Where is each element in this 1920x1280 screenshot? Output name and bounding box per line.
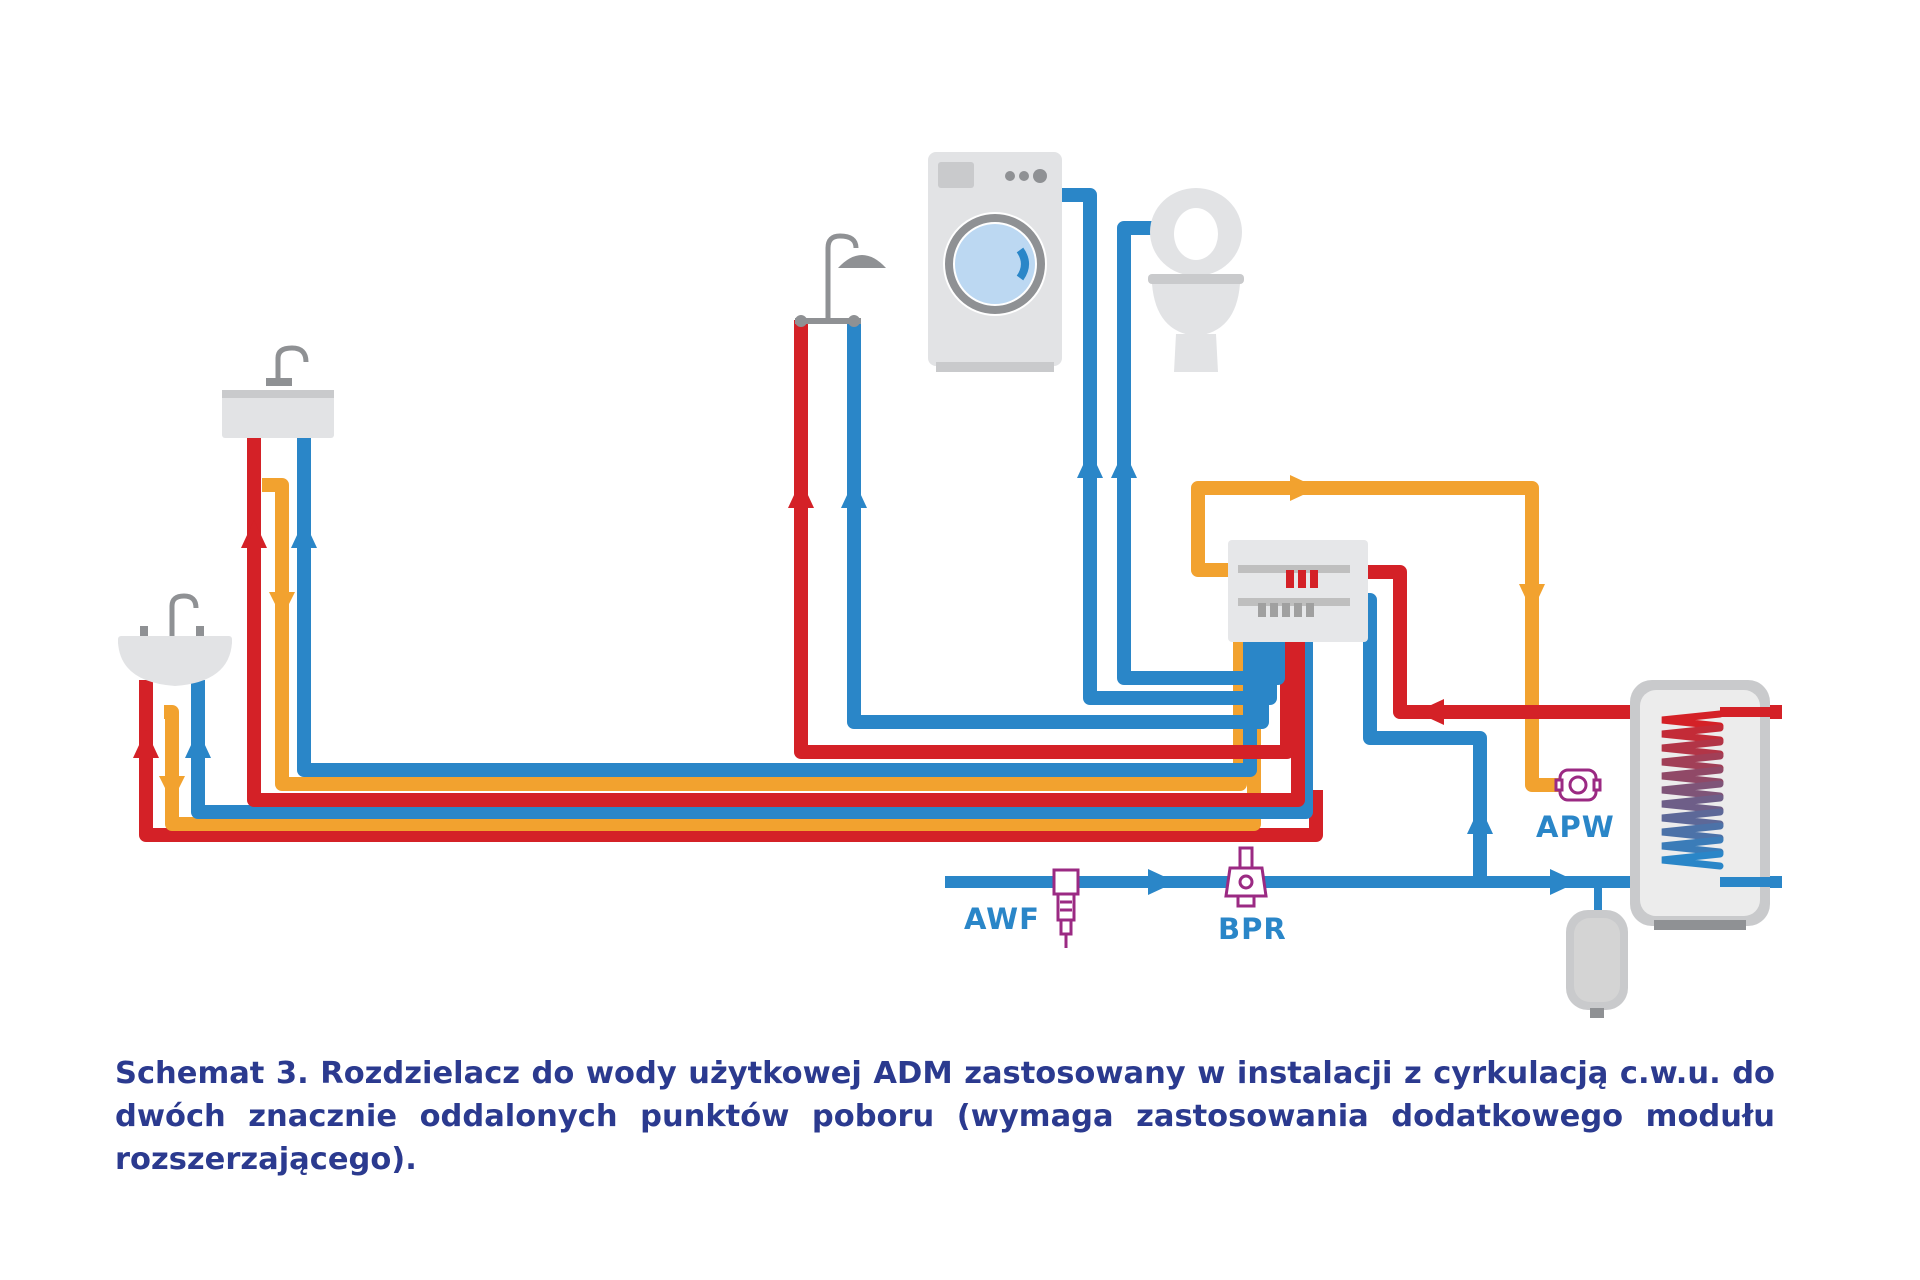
sink-icon: [222, 345, 334, 438]
arrow-hot-shower: [788, 480, 814, 508]
arrow-cold-main-1: [1148, 869, 1176, 895]
coil-loop: [1661, 822, 1724, 842]
flow-arrows: [133, 450, 1578, 895]
arrow-circ-top: [1290, 475, 1318, 501]
arrow-cold-riser: [1467, 806, 1493, 834]
tank-icon: [1630, 680, 1782, 930]
awf-label: AWF: [964, 902, 1040, 936]
pipe-cold-washing-machine: [1060, 188, 1277, 705]
pipe-circ-return-loop: [1191, 481, 1575, 792]
bpr-label: BPR: [1218, 912, 1287, 946]
toilet-icon: [1148, 188, 1244, 372]
coil-loop: [1661, 794, 1724, 814]
bpr-reducer-icon: [1224, 846, 1268, 908]
coil-loop: [1661, 724, 1724, 744]
arrow-cold-main-2: [1550, 869, 1578, 895]
arrow-cold-toilet: [1111, 450, 1137, 478]
figure-caption: Schemat 3. Rozdzielacz do wody użytkowej…: [115, 1056, 1775, 1177]
arrow-hot-lower-sink: [133, 730, 159, 758]
apw-label: APW: [1536, 810, 1615, 844]
shower-icon: [795, 233, 886, 327]
coil-loop: [1661, 738, 1724, 758]
washbasin-icon: [118, 593, 232, 686]
expansion-vessel-icon: [1566, 882, 1628, 1018]
arrow-cold-upper-sink: [291, 520, 317, 548]
arrow-circ-upper-sink: [269, 592, 295, 618]
arrow-hot-tank: [1416, 699, 1444, 725]
pipe-cold-toilet: [1117, 221, 1285, 685]
washing-machine-icon: [928, 152, 1062, 372]
arrow-hot-upper-sink: [241, 520, 267, 548]
awf-filter-icon: [1052, 868, 1080, 948]
arrow-circ-lower-sink: [159, 776, 185, 802]
arrow-cold-shower: [841, 480, 867, 508]
coil-loop: [1661, 808, 1724, 828]
pipe-cold-shower: [847, 320, 1269, 729]
coil-loop: [1661, 710, 1724, 730]
tank-coil: [1661, 710, 1724, 870]
coil-loop: [1661, 850, 1724, 870]
arrow-cold-washing-machine: [1077, 450, 1103, 478]
coil-loop: [1661, 780, 1724, 800]
coil-loop: [1661, 752, 1724, 772]
arrow-circ-down: [1519, 584, 1545, 612]
pipe-hot-shower: [794, 320, 1294, 759]
coil-loop: [1661, 836, 1724, 856]
pipe-hot-upper-sink: [247, 435, 1305, 807]
manifold: [1228, 540, 1368, 642]
coil-loop: [1661, 766, 1724, 786]
arrow-cold-lower-sink: [185, 730, 211, 758]
apw-pump-icon: [1554, 768, 1602, 802]
